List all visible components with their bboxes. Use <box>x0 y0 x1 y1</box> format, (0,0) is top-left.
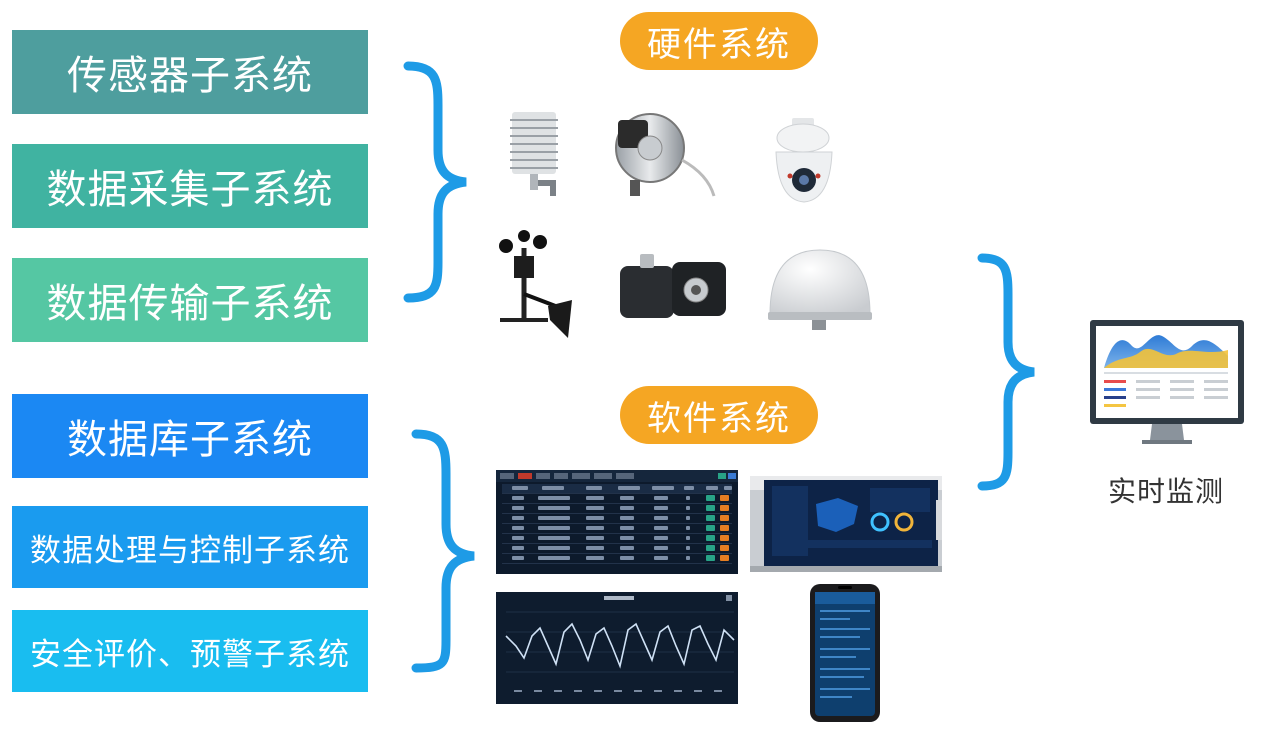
anemometer-icon <box>499 230 572 338</box>
table-row <box>502 494 732 504</box>
table-row <box>502 524 732 534</box>
software-curve-chart-screenshot <box>496 592 738 704</box>
table-toolbar <box>496 470 738 482</box>
software-system-label: 软件系统 <box>620 386 818 444</box>
table-row <box>502 544 732 554</box>
data-acquisition-subsystem-box: 数据采集子系统 <box>12 144 368 228</box>
ptz-camera-icon <box>775 118 833 203</box>
realtime-monitoring-label: 实时监测 <box>1107 475 1224 508</box>
left-upper-brace <box>403 61 467 303</box>
table-row <box>502 554 732 564</box>
software-data-table-screenshot <box>496 470 738 574</box>
hardware-system-label: 硬件系统 <box>620 12 818 70</box>
radiation-shield-sensor-icon <box>510 112 558 196</box>
table-row <box>502 534 732 544</box>
gnss-antenna-icon <box>768 249 872 330</box>
safety-evaluation-warning-subsystem-box: 安全评价、预警子系统 <box>12 610 368 692</box>
left-lower-brace <box>411 429 475 673</box>
software-mobile-app-phone <box>810 584 880 722</box>
draw-wire-displacement-sensor-icon <box>615 113 716 197</box>
right-brace <box>977 253 1035 491</box>
data-transmission-subsystem-box: 数据传输子系统 <box>12 258 368 342</box>
sensor-subsystem-box: 传感器子系统 <box>12 30 368 114</box>
table-row <box>502 504 732 514</box>
data-processing-control-subsystem-box: 数据处理与控制子系统 <box>12 506 368 588</box>
monitor-icon <box>1090 320 1244 444</box>
table-header-row <box>502 484 732 494</box>
software-big-screen-photo <box>750 476 942 572</box>
database-subsystem-box: 数据库子系统 <box>12 394 368 478</box>
table-row <box>502 514 732 524</box>
tilt-sensor-icon <box>620 254 726 318</box>
